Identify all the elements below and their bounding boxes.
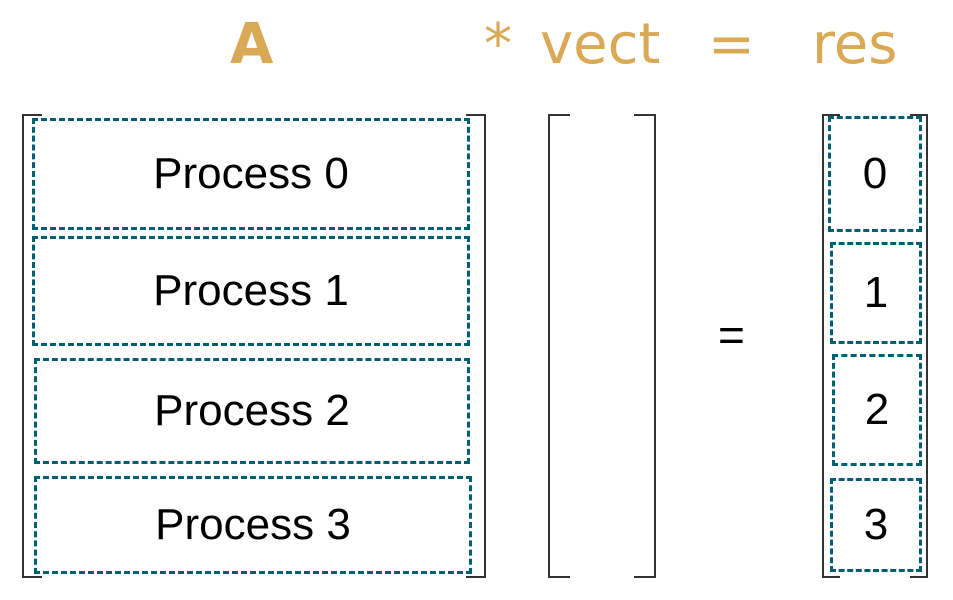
process-row-label: Process 3 — [155, 500, 351, 549]
matrix-right-bracket — [466, 114, 486, 578]
matrix-left-bracket — [22, 114, 42, 578]
process-row-1: Process 1 — [32, 236, 470, 346]
result-cell-label: 2 — [864, 385, 890, 434]
matrix-title: A — [230, 12, 274, 77]
equals-title: = — [708, 12, 755, 77]
result-cell-label: 0 — [862, 149, 888, 198]
result-cell-label: 3 — [863, 500, 889, 549]
process-row-label: Process 2 — [154, 386, 350, 435]
process-row-2: Process 2 — [34, 358, 470, 464]
result-cell-2: 2 — [832, 354, 922, 466]
vector-title: vect — [540, 12, 661, 77]
result-cell-3: 3 — [830, 478, 922, 572]
process-row-0: Process 0 — [32, 118, 470, 230]
process-row-label: Process 0 — [153, 149, 349, 198]
result-cell-1: 1 — [830, 242, 922, 344]
result-left-bracket — [822, 114, 840, 578]
vector-left-bracket — [548, 114, 570, 578]
result-cell-label: 1 — [863, 268, 889, 317]
result-title: res — [812, 12, 898, 77]
equals-sign: = — [718, 309, 745, 361]
multiply-operator: * — [484, 12, 512, 77]
process-row-3: Process 3 — [34, 476, 472, 574]
process-row-label: Process 1 — [153, 266, 349, 315]
result-cell-0: 0 — [828, 116, 922, 232]
result-right-bracket — [910, 114, 928, 578]
vector-right-bracket — [634, 114, 656, 578]
